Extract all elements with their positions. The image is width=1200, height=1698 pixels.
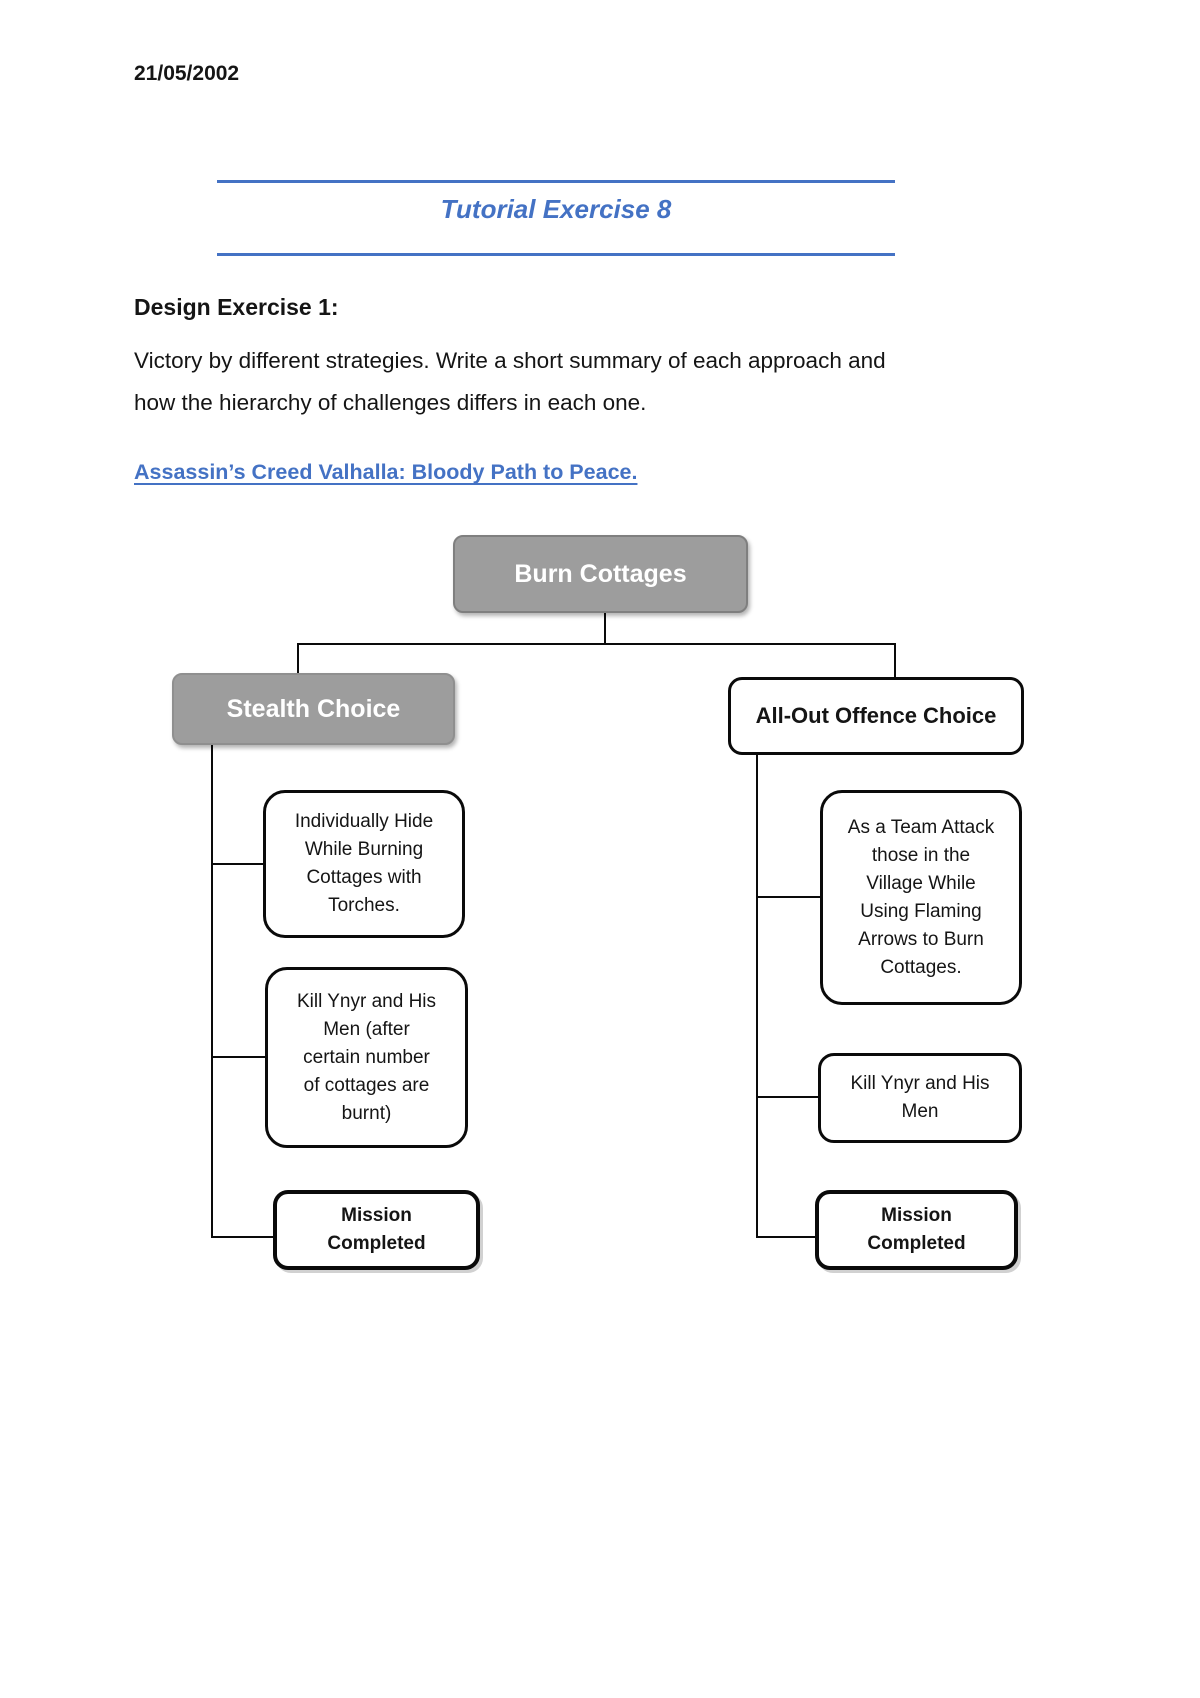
- connector-left-trunk: [211, 745, 213, 1238]
- flow-node-offence-step-2: Kill Ynyr and His Men: [818, 1053, 1022, 1143]
- flow-node-stealth-choice: Stealth Choice: [172, 673, 455, 745]
- flow-node-stealth-step-1: Individually Hide While Burning Cottages…: [263, 790, 465, 938]
- connector-right-branch-drop: [894, 644, 896, 678]
- connector-root-drop: [604, 613, 606, 645]
- connector-branch-horizontal: [297, 643, 896, 645]
- flow-node-stealth-step-2: Kill Ynyr and His Men (after certain num…: [265, 967, 468, 1148]
- body-paragraph: Victory by different strategies. Write a…: [134, 348, 886, 415]
- flow-node-offence-step-1: As a Team Attack those in the Village Wh…: [820, 790, 1022, 1005]
- connector-right-stub-1: [756, 896, 820, 898]
- flow-node-burn-cottages: Burn Cottages: [453, 535, 748, 613]
- flow-node-stealth-mission-completed: Mission Completed: [273, 1190, 480, 1270]
- title-rule-top: [217, 180, 895, 183]
- connector-right-trunk: [756, 755, 758, 1238]
- connector-left-stub-1: [211, 863, 263, 865]
- title-rule-bottom: [217, 253, 895, 256]
- document-date: 21/05/2002: [134, 62, 240, 85]
- connector-right-stub-3: [756, 1236, 815, 1238]
- section-heading: Design Exercise 1:: [134, 294, 339, 320]
- connector-right-stub-2: [756, 1096, 818, 1098]
- page-title: Tutorial Exercise 8: [440, 194, 672, 224]
- connector-left-branch-drop: [297, 644, 299, 674]
- flow-node-offence-choice: All-Out Offence Choice: [728, 677, 1024, 755]
- flow-node-offence-mission-completed: Mission Completed: [815, 1190, 1018, 1270]
- connector-left-stub-2: [211, 1056, 265, 1058]
- connector-left-stub-3: [211, 1236, 273, 1238]
- game-hyperlink[interactable]: Assassin’s Creed Valhalla: Bloody Path t…: [134, 460, 638, 484]
